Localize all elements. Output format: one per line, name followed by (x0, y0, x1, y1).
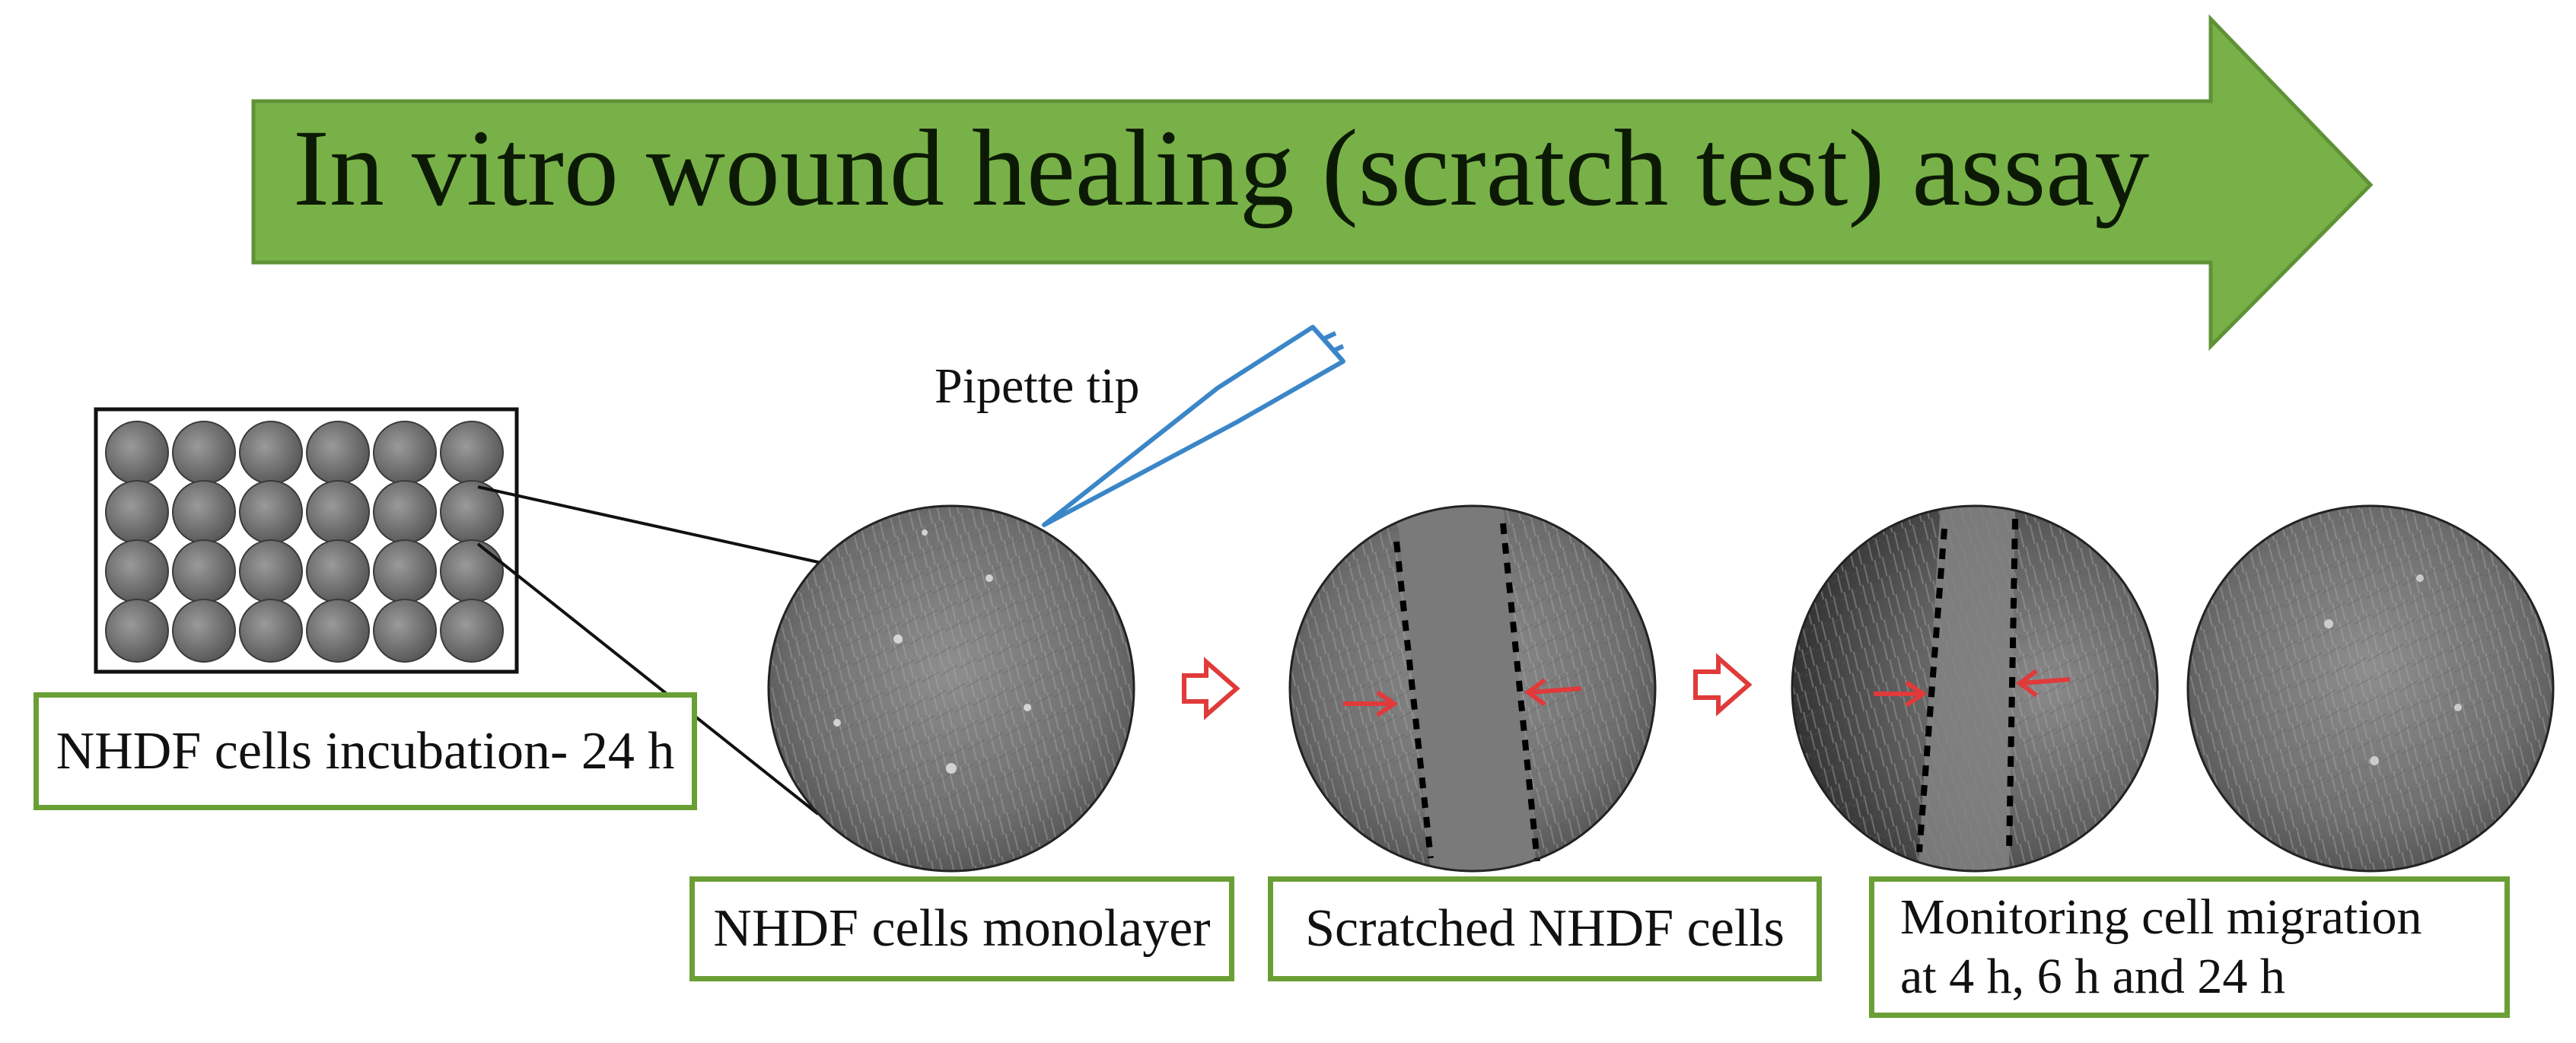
plate-well (172, 539, 236, 603)
plate-well (172, 421, 236, 485)
step-label-monitoring: Monitoring cell migration at 4 h, 6 h an… (1869, 876, 2510, 1018)
pipette-tip-icon (1042, 325, 1345, 527)
zoom-line-bottom (476, 542, 820, 816)
plate-well (172, 599, 236, 663)
process-arrow-1 (1182, 657, 1240, 720)
zoom-line-top (477, 485, 823, 564)
plate-well (239, 539, 303, 603)
plate-well (373, 599, 437, 663)
well-plate (94, 407, 519, 674)
step-label-monitoring-line2: at 4 h, 6 h and 24 h (1900, 949, 2285, 1004)
plate-well (373, 480, 437, 544)
dish-scratched (1288, 504, 1657, 873)
title-banner-arrow (251, 14, 2374, 351)
dish-migration-closed (2186, 504, 2555, 873)
dish-monolayer (767, 504, 1135, 873)
plate-well (239, 599, 303, 663)
step-label-monolayer-text: NHDF cells monolayer (713, 899, 1211, 958)
plate-well (440, 421, 504, 485)
plate-well (105, 421, 169, 485)
step-label-scratched-text: Scratched NHDF cells (1305, 899, 1785, 958)
plate-well (373, 421, 437, 485)
step-label-scratched: Scratched NHDF cells (1268, 876, 1822, 981)
plate-well (172, 480, 236, 544)
gap-arrows-scratched (1343, 678, 1582, 717)
plate-well (373, 539, 437, 603)
plate-well (440, 539, 504, 603)
pipette-tip-label: Pipette tip (935, 358, 1140, 414)
plate-well (306, 480, 370, 544)
plate-well (105, 480, 169, 544)
plate-well (239, 421, 303, 485)
plate-well (306, 421, 370, 485)
plate-well (105, 539, 169, 603)
plate-well (306, 599, 370, 663)
gap-arrows-migration (1874, 669, 2071, 708)
step-label-monitoring-line1: Monitoring cell migration (1900, 889, 2422, 946)
plate-well (239, 480, 303, 544)
diagram-title: In vitro wound healing (scratch test) as… (293, 108, 2150, 229)
step-label-incubation: NHDF cells incubation- 24 h (33, 692, 697, 810)
plate-well (105, 599, 169, 663)
plate-well (306, 539, 370, 603)
plate-well (440, 599, 504, 663)
process-arrow-2 (1693, 653, 1753, 717)
dish-migration-early (1791, 504, 2159, 873)
step-label-incubation-text: NHDF cells incubation- 24 h (56, 721, 675, 781)
step-label-monolayer: NHDF cells monolayer (689, 876, 1234, 981)
